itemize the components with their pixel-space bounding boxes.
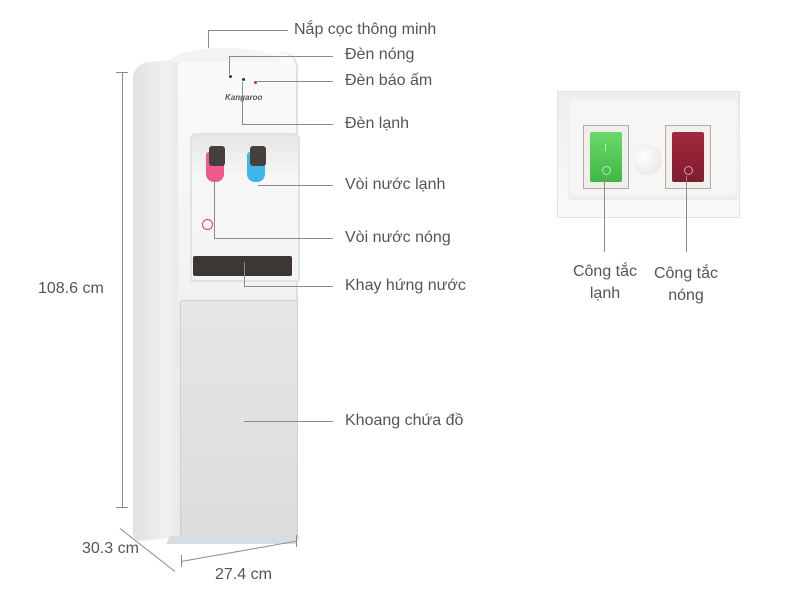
leader-line bbox=[686, 176, 687, 252]
label-cold-tap: Vòi nước lạnh bbox=[345, 176, 446, 193]
label-smart-cup-lid: Nắp cọc thông minh bbox=[294, 21, 437, 38]
hot-switch-frame bbox=[665, 125, 711, 189]
cold-switch-frame bbox=[583, 125, 629, 189]
leader-line bbox=[214, 238, 333, 239]
leader-line bbox=[604, 176, 605, 252]
height-value: 108.6 cm bbox=[38, 280, 104, 297]
depth-value: 30.3 cm bbox=[82, 540, 139, 557]
cold-light-led bbox=[242, 78, 245, 81]
leader-line bbox=[208, 30, 288, 31]
hot-tap-nozzle bbox=[209, 146, 225, 166]
leader-line bbox=[244, 286, 333, 287]
width-value: 27.4 cm bbox=[215, 566, 272, 583]
label-hot-light: Đèn nóng bbox=[345, 46, 415, 63]
hot-light-led bbox=[229, 75, 232, 78]
leader-line bbox=[208, 30, 209, 48]
brand-logo: Kangaroo bbox=[225, 93, 263, 102]
leader-line bbox=[242, 82, 243, 124]
dimension-tick bbox=[116, 72, 128, 73]
label-line: Công tắc bbox=[653, 265, 719, 282]
warm-light-led bbox=[254, 81, 257, 84]
label-storage-cabinet: Khoang chứa đồ bbox=[345, 412, 464, 429]
hot-switch bbox=[672, 132, 704, 182]
label-line: nóng bbox=[668, 287, 704, 304]
label-drip-tray: Khay hứng nước bbox=[345, 277, 466, 294]
leader-line bbox=[214, 180, 215, 238]
leader-line bbox=[229, 56, 333, 57]
label-hot-switch: Công tắc nóng bbox=[641, 263, 731, 307]
dimension-tick bbox=[116, 507, 128, 508]
leader-line bbox=[244, 421, 333, 422]
leader-line bbox=[258, 185, 333, 186]
leader-line bbox=[242, 124, 333, 125]
label-line: Công tắc bbox=[572, 263, 638, 280]
indicator-knob bbox=[632, 145, 662, 175]
drip-tray bbox=[193, 256, 292, 276]
label-warm-light: Đèn báo ấm bbox=[345, 72, 433, 89]
off-mark-icon bbox=[602, 166, 611, 175]
cold-switch bbox=[590, 132, 622, 182]
smart-cup-lid bbox=[170, 48, 280, 62]
dimension-tick bbox=[296, 535, 297, 547]
dimension-line bbox=[122, 72, 123, 508]
leader-line bbox=[244, 262, 245, 286]
leader-line bbox=[256, 81, 333, 82]
off-mark-icon bbox=[684, 166, 693, 175]
label-hot-tap: Vòi nước nóng bbox=[345, 229, 451, 246]
label-cold-switch: Công tắc lạnh bbox=[560, 261, 650, 305]
dimension-tick bbox=[181, 555, 182, 567]
label-cold-light: Đèn lạnh bbox=[345, 115, 410, 132]
hot-warning-icon bbox=[202, 219, 213, 230]
leader-line bbox=[229, 56, 230, 74]
on-mark-icon bbox=[605, 144, 606, 151]
cold-tap-nozzle bbox=[250, 146, 266, 166]
label-line: lạnh bbox=[589, 285, 621, 302]
